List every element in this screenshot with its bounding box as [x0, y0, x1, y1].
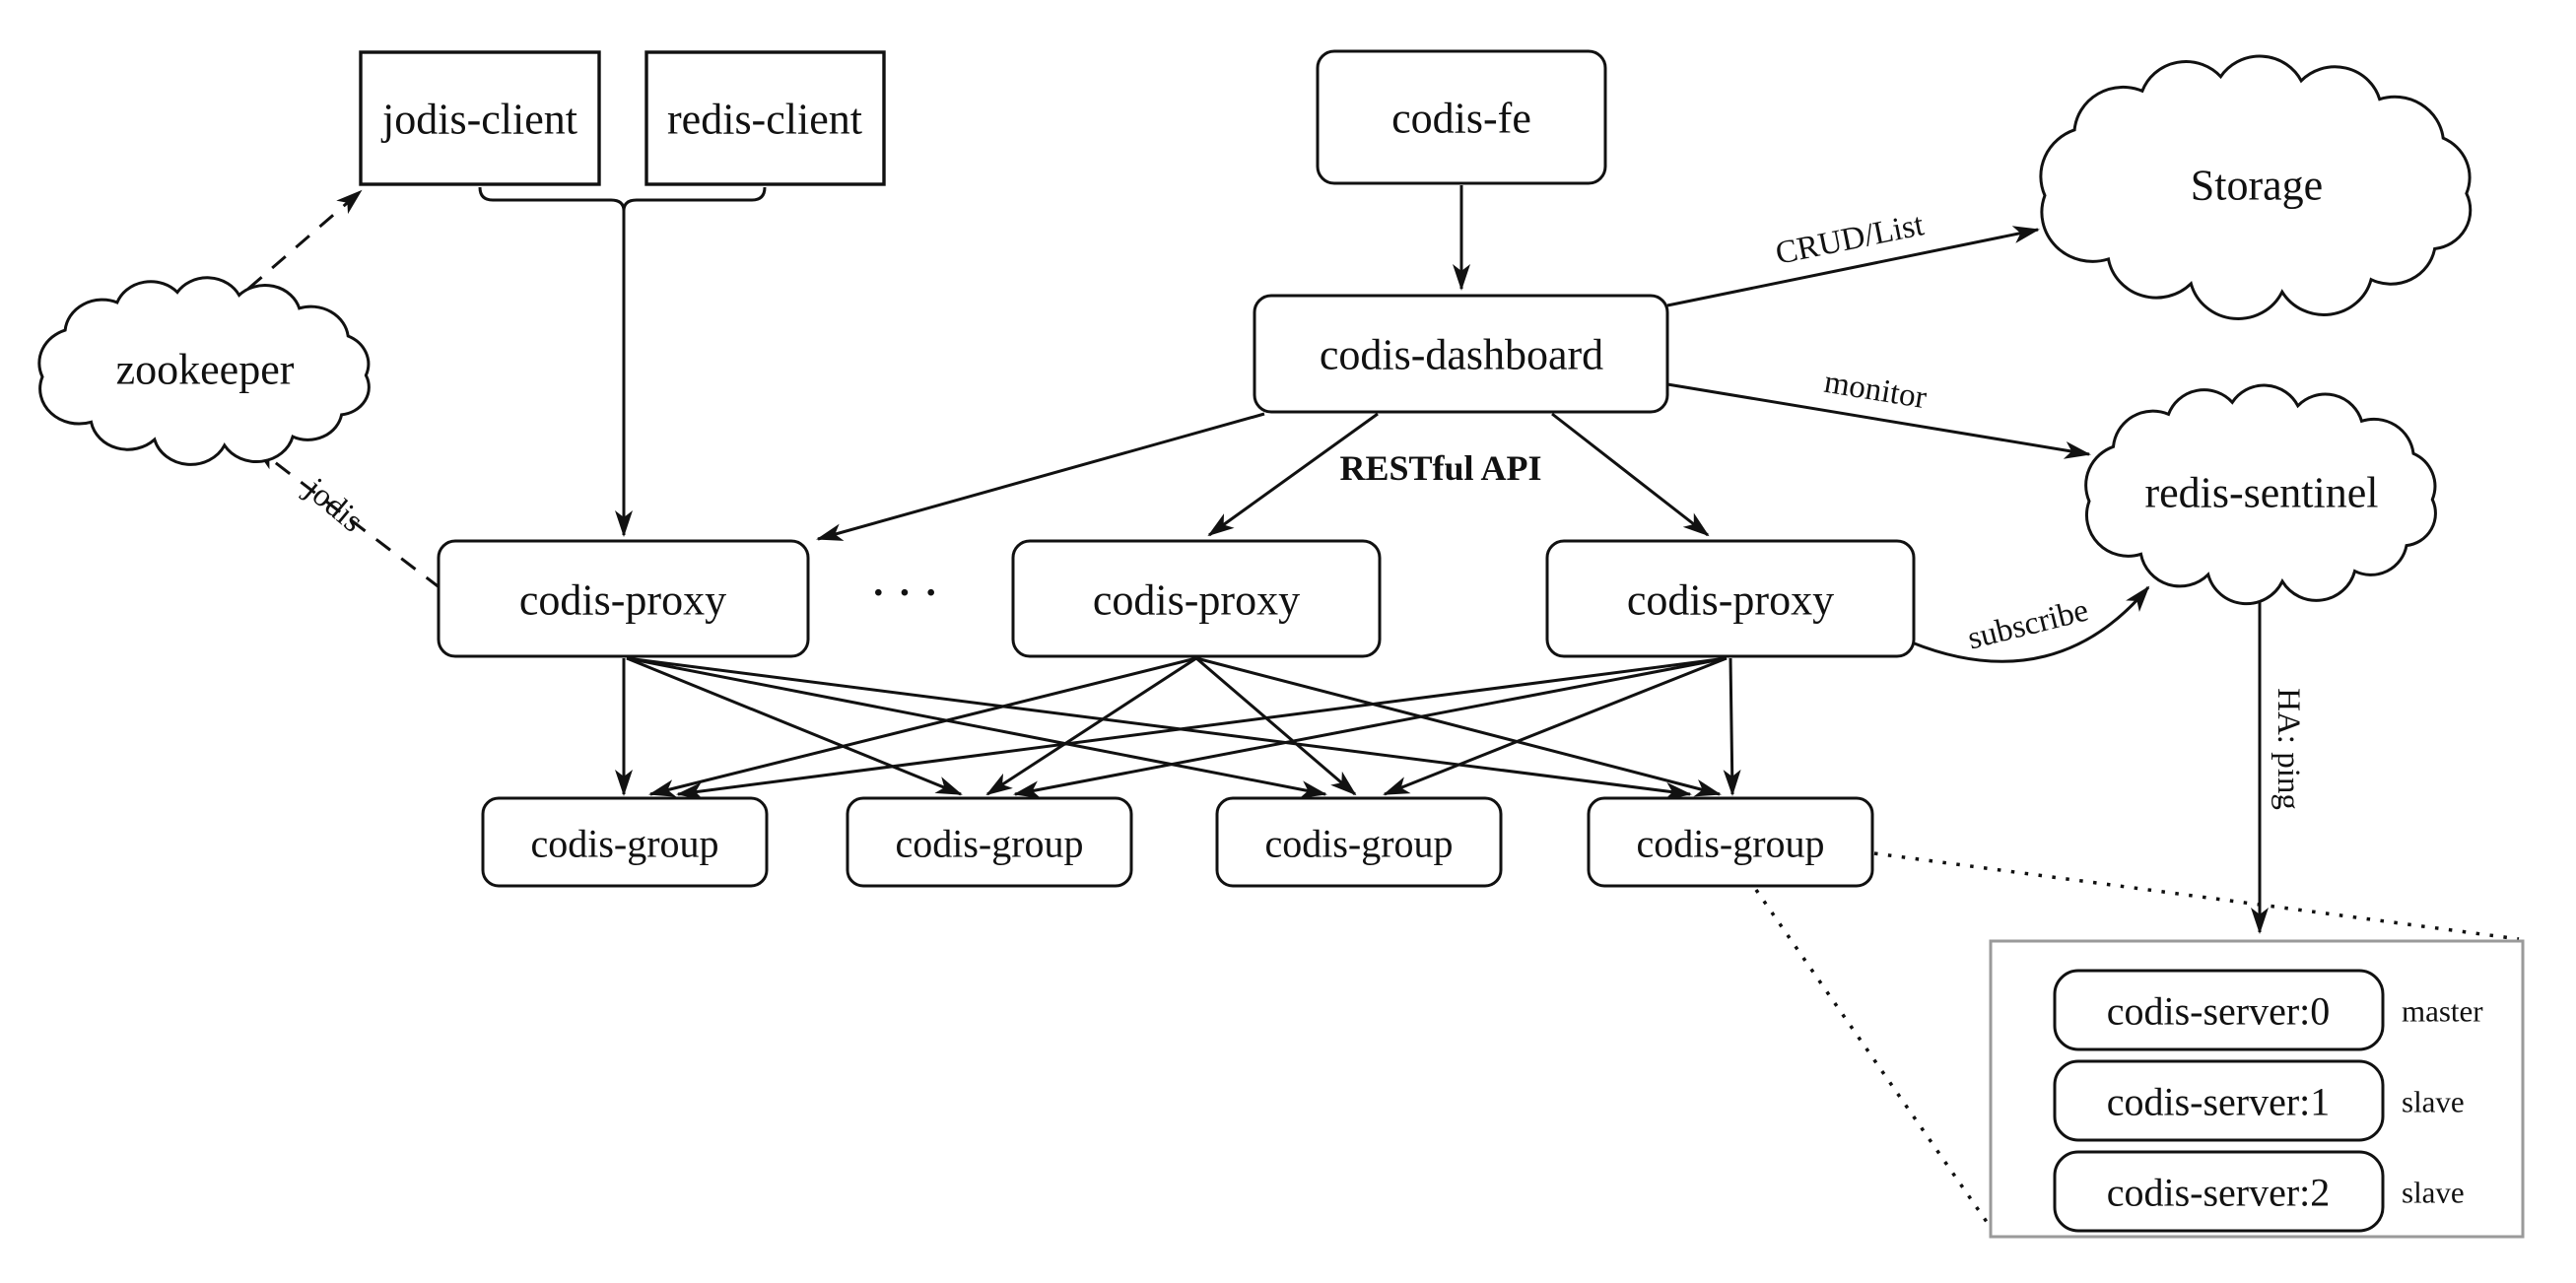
- server-group-container: codis-server:0 master codis-server:1 sla…: [1989, 939, 2525, 1239]
- edge-dashboard-to-storage: [1666, 226, 2040, 307]
- codis-fe-label: codis-fe: [1391, 95, 1531, 143]
- edge-label-crud-list: CRUD/List: [1773, 207, 1927, 272]
- edge-label-monitor: monitor: [1822, 365, 1930, 416]
- edge-proxy1-group3: [626, 656, 1327, 799]
- edge-proxy2-group4: [1195, 656, 1722, 797]
- node-codis-proxy-3: codis-proxy: [1545, 539, 1916, 658]
- edge-dashboard-to-proxy1: [816, 412, 1265, 541]
- zookeeper-label: zookeeper: [116, 346, 295, 394]
- edge-dashboard-to-proxy3: [1551, 412, 1710, 537]
- codis-proxy-3-box: [1545, 539, 1916, 658]
- codis-server-0-label: codis-server:0: [2107, 989, 2331, 1034]
- redis-client-label: redis-client: [667, 96, 862, 144]
- codis-proxy-2-label: codis-proxy: [1093, 576, 1300, 625]
- storage-label: Storage: [2191, 162, 2323, 210]
- codis-group-2-label: codis-group: [895, 822, 1083, 866]
- edge-proxy1-group2: [626, 656, 963, 796]
- edge-label-jodis: jodis: [298, 471, 370, 539]
- codis-server-2-label: codis-server:2: [2107, 1171, 2331, 1215]
- zookeeper-cloud: zookeeper: [39, 278, 370, 465]
- edge-proxy3-group1: [676, 656, 1728, 800]
- codis-server-1-label: codis-server:1: [2107, 1080, 2331, 1124]
- codis-group-1-label: codis-group: [530, 822, 718, 866]
- clients-brace: [478, 186, 767, 212]
- codis-proxy-1-label: codis-proxy: [519, 576, 726, 625]
- edge-proxy2-group3: [1195, 656, 1357, 796]
- node-codis-group-1: codis-group: [481, 796, 769, 888]
- node-codis-dashboard: codis-dashboard: [1253, 294, 1669, 414]
- redis-sentinel-cloud-shape: [2086, 385, 2436, 604]
- edge-label-ha-ping: HA: ping: [2271, 688, 2306, 810]
- edge-zookeeper-to-jodis-client: [247, 189, 363, 291]
- edge-proxy3-to-sentinel: [1911, 585, 2150, 663]
- edge-dashboard-to-proxy2: [1207, 412, 1379, 537]
- codis-fe-box: [1316, 49, 1607, 185]
- redis-sentinel-label: redis-sentinel: [2144, 469, 2378, 517]
- codis-group-3-box: [1215, 796, 1503, 888]
- proxy-ellipsis: ···: [869, 563, 948, 624]
- redis-client-box: [644, 50, 886, 186]
- node-codis-group-4: codis-group: [1587, 796, 1874, 888]
- proxy-group-mesh: [615, 656, 1741, 800]
- codis-server-0-role: master: [2402, 994, 2483, 1029]
- codis-dashboard-box: [1253, 294, 1669, 414]
- codis-server-0-box: [2053, 969, 2385, 1051]
- dotted-group4-to-container-bottom: [1754, 889, 1996, 1233]
- codis-group-3-label: codis-group: [1264, 822, 1453, 866]
- zookeeper-cloud-shape: [39, 278, 370, 465]
- node-redis-client: redis-client: [644, 50, 886, 186]
- codis-server-2-box: [2053, 1150, 2385, 1233]
- storage-cloud: Storage: [2041, 56, 2471, 318]
- redis-sentinel-cloud: redis-sentinel: [2086, 385, 2436, 604]
- edge-proxy3-group4: [1723, 657, 1741, 796]
- edge-dashboard-to-sentinel: [1666, 382, 2091, 459]
- storage-cloud-shape: [2041, 56, 2471, 318]
- jodis-client-box: [359, 50, 601, 186]
- edge-proxy2-group1: [648, 656, 1197, 797]
- edge-proxy3-group3: [1383, 656, 1728, 796]
- codis-dashboard-label: codis-dashboard: [1320, 331, 1603, 379]
- edge-label-restful-api: RESTful API: [1339, 448, 1541, 488]
- node-codis-proxy-1: codis-proxy: [437, 539, 810, 658]
- jodis-client-label: jodis-client: [380, 96, 577, 144]
- node-jodis-client: jodis-client: [359, 50, 601, 186]
- node-codis-group-3: codis-group: [1215, 796, 1503, 888]
- codis-group-4-box: [1587, 796, 1874, 888]
- codis-proxy-1-box: [437, 539, 810, 658]
- node-codis-fe: codis-fe: [1316, 49, 1607, 185]
- edge-proxy1-group4: [626, 656, 1692, 800]
- codis-group-1-box: [481, 796, 769, 888]
- node-codis-group-2: codis-group: [846, 796, 1133, 888]
- dotted-group4-to-container-top: [1873, 851, 2520, 941]
- codis-proxy-2-box: [1011, 539, 1382, 658]
- node-codis-proxy-2: codis-proxy: [1011, 539, 1382, 658]
- codis-group-2-box: [846, 796, 1133, 888]
- edge-proxy2-group2: [985, 656, 1197, 796]
- codis-proxy-3-label: codis-proxy: [1627, 576, 1834, 625]
- codis-server-1-box: [2053, 1059, 2385, 1142]
- codis-server-2-role: slave: [2402, 1176, 2465, 1210]
- edge-proxy3-group2: [1013, 656, 1728, 799]
- edge-proxy1-to-zookeeper: [253, 445, 441, 590]
- codis-group-4-label: codis-group: [1636, 822, 1824, 866]
- codis-server-1-role: slave: [2402, 1085, 2465, 1119]
